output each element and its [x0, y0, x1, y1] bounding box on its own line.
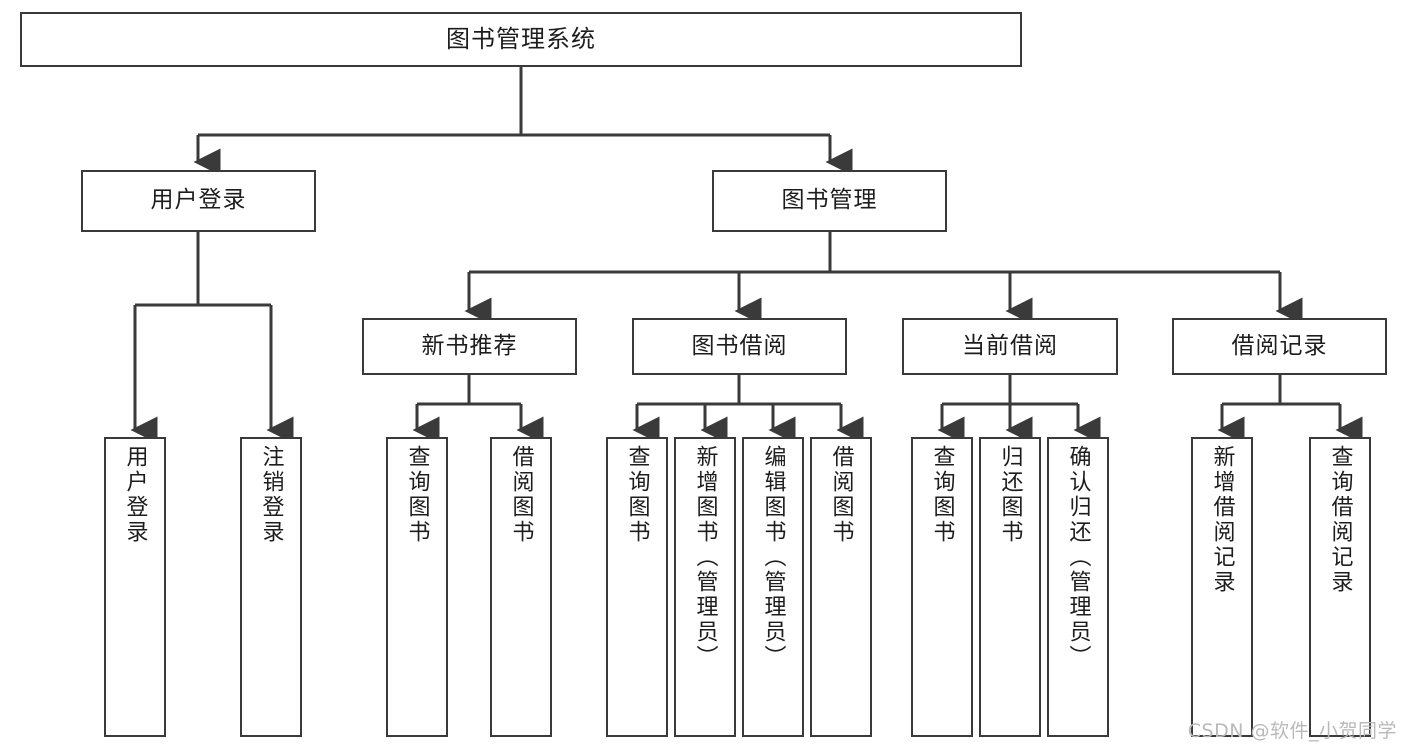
leaf-query-borrow-record[interactable]: 查询借阅记录: [1309, 437, 1371, 737]
leaf-user-login[interactable]: 用户登录: [104, 437, 166, 737]
leaf-add-book-admin[interactable]: 新增图书（管理员）: [674, 437, 736, 737]
node-borrow-record[interactable]: 借阅记录: [1172, 318, 1387, 375]
leaf-add-borrow-record[interactable]: 新增借阅记录: [1191, 437, 1253, 737]
node-label: 图书管理系统: [446, 25, 596, 54]
leaf-label: 查询图书: [624, 445, 650, 545]
leaf-label: 确认归还（管理员）: [1065, 445, 1091, 670]
node-new-book-recommend[interactable]: 新书推荐: [362, 318, 577, 375]
leaf-query-book-borrow[interactable]: 查询图书: [606, 437, 668, 737]
leaf-label: 借阅图书: [508, 445, 534, 545]
node-label: 借阅记录: [1231, 332, 1328, 359]
node-book-management[interactable]: 图书管理: [712, 170, 947, 232]
leaf-label: 查询借阅记录: [1327, 445, 1353, 595]
node-label: 用户登录: [150, 187, 247, 214]
leaf-label: 新增借阅记录: [1209, 445, 1235, 595]
leaf-confirm-return-admin[interactable]: 确认归还（管理员）: [1047, 437, 1109, 737]
leaf-label: 新增图书（管理员）: [692, 445, 718, 670]
leaf-borrow-book[interactable]: 借阅图书: [810, 437, 872, 737]
node-root-system[interactable]: 图书管理系统: [20, 12, 1022, 67]
node-current-borrow[interactable]: 当前借阅: [902, 318, 1118, 375]
leaf-logout[interactable]: 注销登录: [240, 437, 302, 737]
node-book-borrow[interactable]: 图书借阅: [632, 318, 847, 375]
leaf-label: 借阅图书: [828, 445, 854, 545]
node-user-login[interactable]: 用户登录: [81, 170, 316, 232]
leaf-label: 用户登录: [122, 445, 148, 545]
watermark-text: CSDN @软件_小贺同学: [1187, 720, 1397, 742]
node-label: 图书管理: [781, 187, 878, 214]
leaf-label: 查询图书: [929, 445, 955, 545]
leaf-query-book-recommend[interactable]: 查询图书: [386, 437, 448, 737]
leaf-borrow-book-recommend[interactable]: 借阅图书: [490, 437, 552, 737]
leaf-query-book-current[interactable]: 查询图书: [911, 437, 973, 737]
node-label: 当前借阅: [962, 332, 1058, 359]
leaf-label: 编辑图书（管理员）: [760, 445, 786, 670]
leaf-label: 归还图书: [997, 445, 1023, 545]
node-label: 图书借阅: [691, 332, 788, 359]
leaf-label: 查询图书: [404, 445, 430, 545]
leaf-label: 注销登录: [258, 445, 284, 545]
node-label: 新书推荐: [421, 332, 518, 359]
leaf-return-book[interactable]: 归还图书: [979, 437, 1041, 737]
leaf-edit-book-admin[interactable]: 编辑图书（管理员）: [742, 437, 804, 737]
